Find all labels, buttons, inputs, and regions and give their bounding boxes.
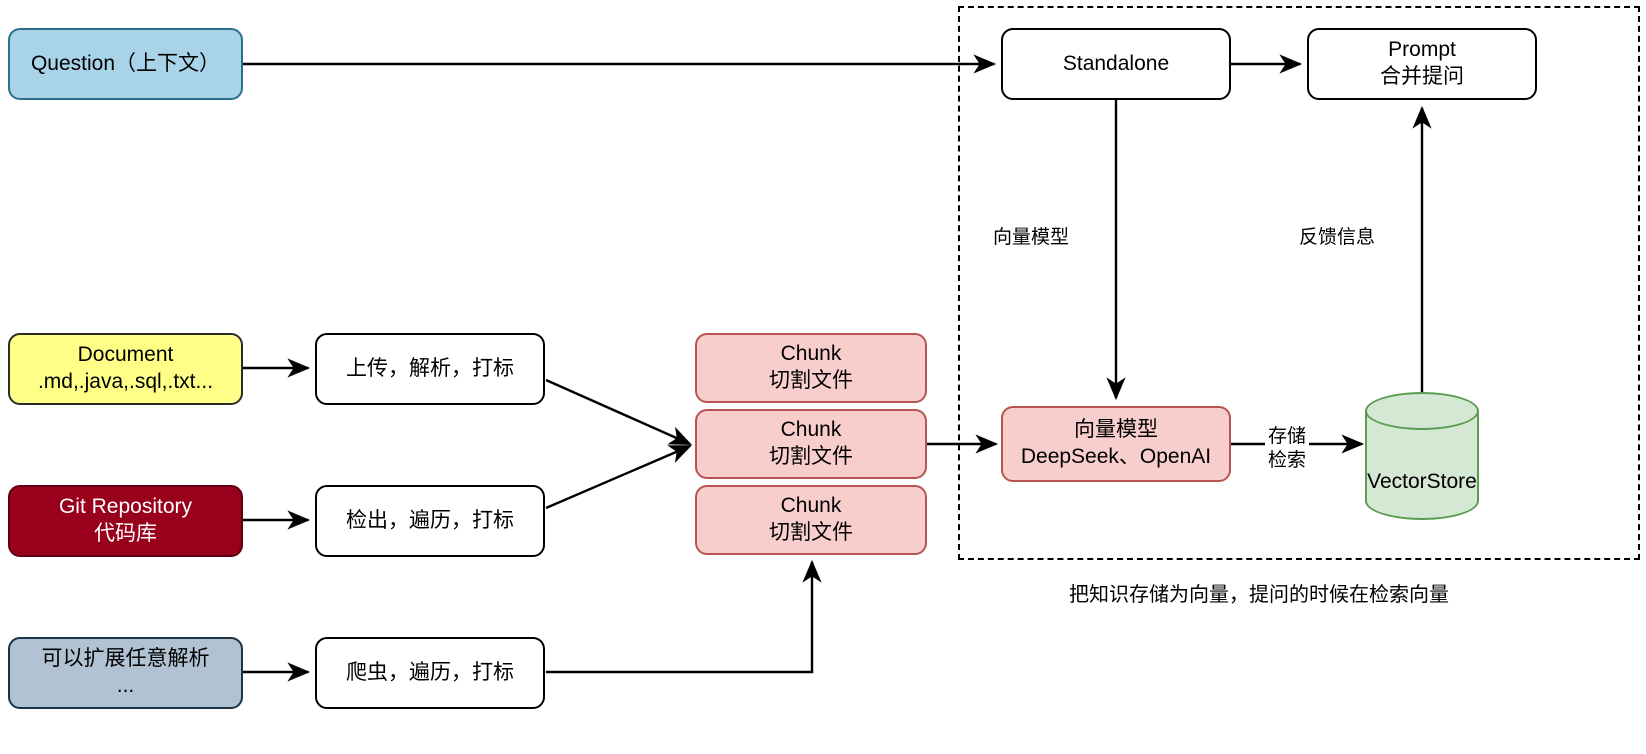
vector-store-top-ellipse	[1365, 392, 1479, 430]
node-prompt[interactable]: Prompt 合并提问	[1307, 28, 1537, 100]
node-document-line1: Document	[77, 343, 174, 367]
node-git-processor[interactable]: 检出，遍历，打标	[315, 485, 545, 557]
node-chunk-3[interactable]: Chunk 切割文件	[695, 485, 927, 555]
node-prompt-line2: 合并提问	[1380, 65, 1464, 88]
edge-label-retrieve: 检索	[1268, 449, 1307, 471]
node-vector-store-label: VectorStore	[1367, 470, 1477, 493]
node-vector-model[interactable]: 向量模型 DeepSeek、OpenAI	[1001, 406, 1231, 482]
diagram-caption-text: 把知识存储为向量，提问的时候在检索向量	[1069, 584, 1449, 606]
node-extendable-source[interactable]: 可以扩展任意解析 ...	[8, 637, 243, 709]
edge-label-store: 存储	[1268, 426, 1307, 447]
node-prompt-line1: Prompt	[1388, 38, 1456, 62]
node-vector-model-line1: 向量模型	[1074, 418, 1158, 442]
vector-pipeline-region	[958, 6, 1640, 560]
node-document-line2: .md,.java,.sql,.txt...	[37, 370, 214, 393]
edge-label-store-retrieve: 存储 检索	[1265, 424, 1310, 474]
edge-label-feedback: 反馈信息	[1295, 225, 1378, 251]
node-chunk-3-line2: 切割文件	[769, 521, 853, 544]
node-standalone-label: Standalone	[1062, 51, 1170, 75]
edge-label-feedback-text: 反馈信息	[1298, 227, 1375, 248]
node-extend-processor[interactable]: 爬虫，遍历，打标	[315, 637, 545, 709]
node-extend-line2: ...	[116, 674, 135, 697]
node-chunk-2-line1: Chunk	[780, 418, 842, 442]
node-chunk-1-line2: 切割文件	[769, 369, 853, 392]
node-extend-line1: 可以扩展任意解析	[41, 647, 210, 671]
node-git-line2: 代码库	[94, 522, 157, 545]
node-chunk-2[interactable]: Chunk 切割文件	[695, 409, 927, 479]
edge-label-vector-model-text: 向量模型	[992, 227, 1069, 248]
node-git-repository[interactable]: Git Repository 代码库	[8, 485, 243, 557]
node-question-label: Question（上下文）	[30, 51, 221, 75]
node-chunk-3-line1: Chunk	[780, 494, 842, 518]
node-extend-processor-label: 爬虫，遍历，打标	[346, 660, 514, 684]
node-vector-store[interactable]: VectorStore	[1365, 392, 1479, 520]
node-chunk-2-line2: 切割文件	[769, 445, 853, 468]
node-git-processor-label: 检出，遍历，打标	[346, 508, 514, 532]
node-document[interactable]: Document .md,.java,.sql,.txt...	[8, 333, 243, 405]
node-chunk-1[interactable]: Chunk 切割文件	[695, 333, 927, 403]
node-vector-model-line2: DeepSeek、OpenAI	[1020, 445, 1212, 468]
node-document-processor-label: 上传，解析，打标	[346, 356, 514, 380]
node-git-line1: Git Repository	[58, 495, 193, 519]
node-chunk-1-line1: Chunk	[780, 342, 842, 366]
diagram-caption: 把知识存储为向量，提问的时候在检索向量	[1069, 578, 1449, 607]
node-document-processor[interactable]: 上传，解析，打标	[315, 333, 545, 405]
node-question[interactable]: Question（上下文）	[8, 28, 243, 100]
node-standalone[interactable]: Standalone	[1001, 28, 1231, 100]
edge-label-vector-model: 向量模型	[989, 225, 1072, 251]
